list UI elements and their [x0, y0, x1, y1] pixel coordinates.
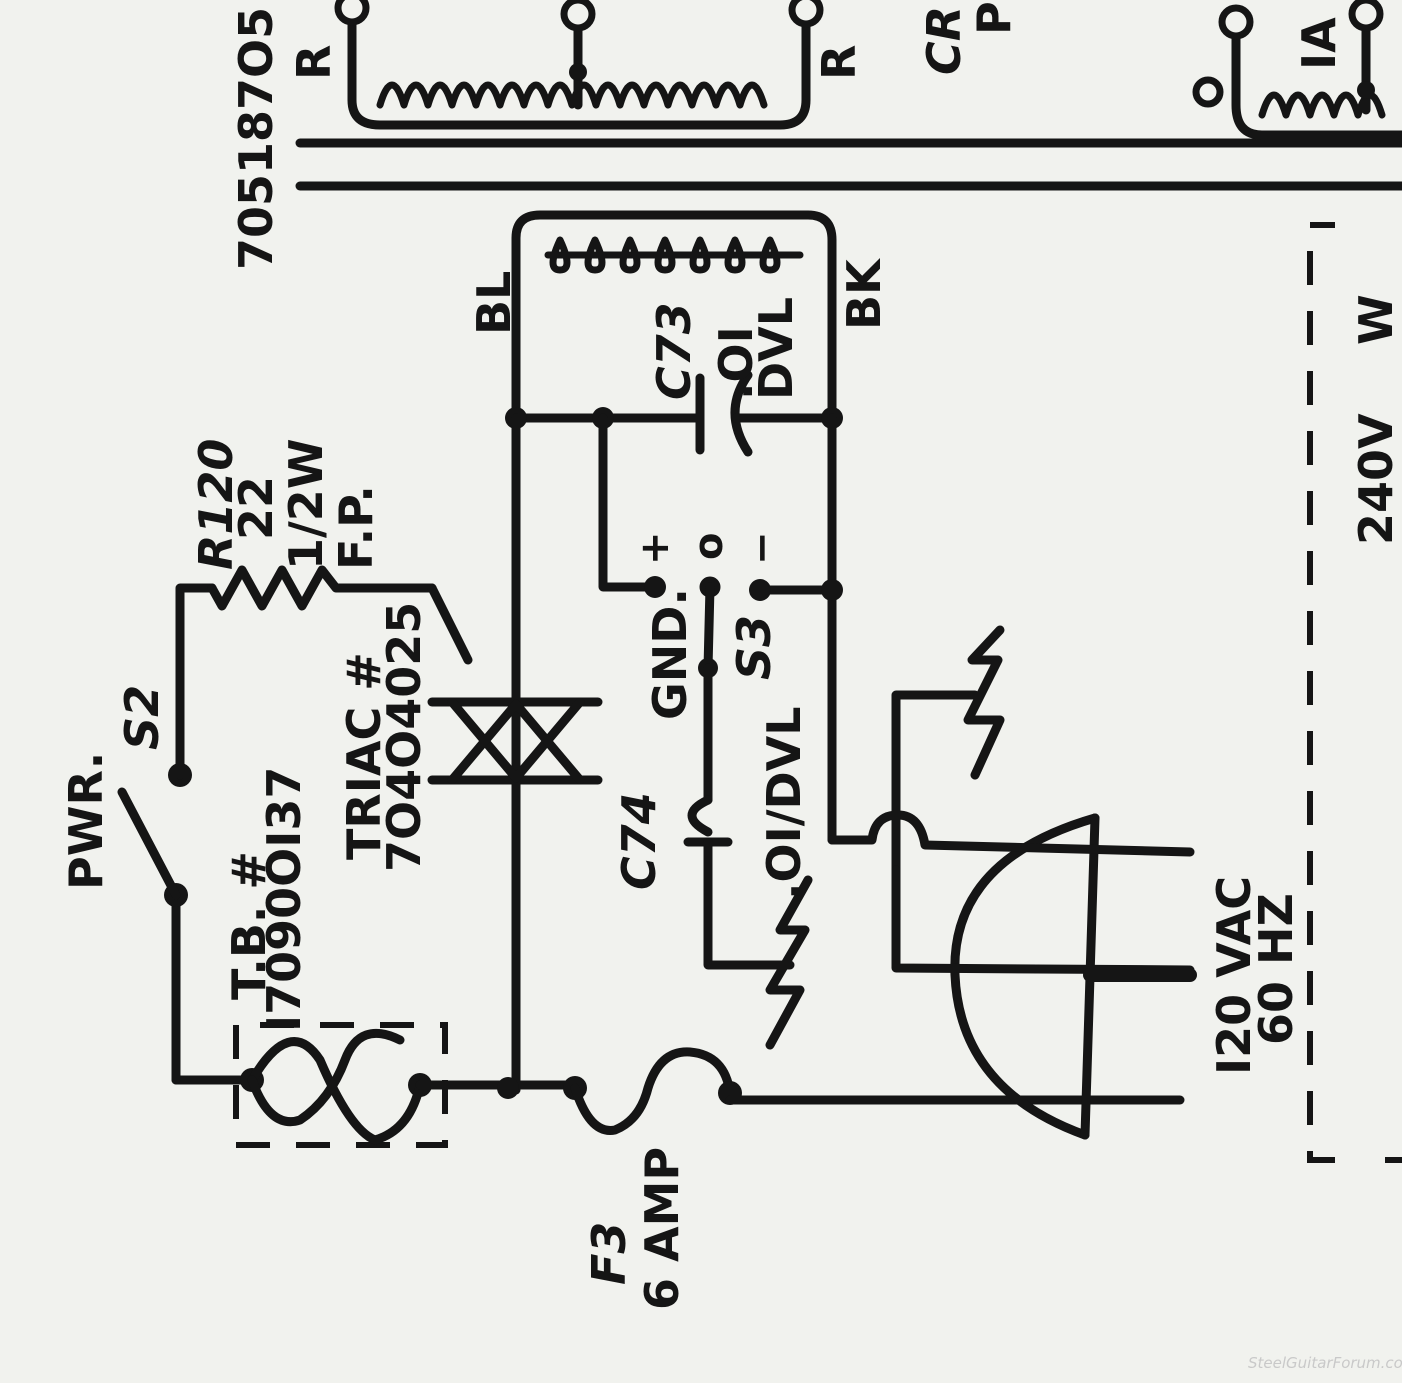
label-s2: S2: [115, 685, 169, 750]
watermark: SteelGuitarForum.com: [1248, 1354, 1402, 1372]
right-tap-node: [1357, 81, 1375, 99]
label-c73-type: DVL: [749, 297, 803, 400]
chassis-ground-symbol-c74: [765, 875, 813, 1050]
label-wire-bk: BK: [837, 257, 891, 330]
label-r120-value: 22: [229, 476, 283, 540]
label-gnd: GND.: [643, 588, 697, 720]
label-wire-r-left: R: [287, 45, 341, 80]
node-triac-fuse-junction: [497, 1077, 519, 1099]
r120-lead-left: [175, 583, 217, 780]
label-tb: T.B. #: [222, 851, 276, 1000]
c74-lead: [703, 837, 795, 970]
label-tb-part: I7090OI37: [257, 767, 311, 1032]
s3-plus-lead: [598, 413, 660, 592]
label-triac: TRIAC #: [337, 652, 391, 860]
right-terminal-a: [1218, 4, 1254, 40]
power-section: PWR. S2 R120 22 1/2W F.P. TRIAC # 7O4O40…: [59, 413, 603, 1095]
label-s3-minus: −: [739, 531, 785, 565]
line-to-plug-neutral: [827, 810, 1195, 857]
tb-element: [247, 1037, 425, 1145]
label-triac-part: 7O4O4025: [377, 602, 431, 872]
label-c74: C74: [612, 792, 666, 890]
r120-to-triac-gate: [427, 583, 473, 665]
label-s3-zero: o: [686, 533, 732, 560]
top-terminal-left: [334, 0, 370, 26]
label-f3: F3: [582, 1222, 636, 1285]
power-plug: I20 VAC 60 HZ: [827, 625, 1303, 1140]
label-part-number-top: 705187O5: [229, 7, 283, 270]
tb-dashed-box: [233, 1022, 448, 1148]
right-coil: [1258, 91, 1386, 119]
s3-minus-contact[interactable]: [749, 579, 771, 601]
top-transformer-fragment: R R 705187O5 CR P IA: [229, 0, 1402, 270]
c73-plate-curved: [730, 370, 753, 457]
label-fragment-cr: CR: [917, 6, 971, 75]
label-vac: I20 VAC: [1207, 876, 1261, 1075]
top-coil: [376, 81, 768, 109]
region-240v: 240V W: [1307, 222, 1402, 1163]
primary-winding-frame: [511, 210, 837, 423]
pwr-switch-blade[interactable]: [117, 787, 181, 900]
c74-plate-curved: [687, 795, 713, 837]
right-terminal-b: [1192, 76, 1224, 108]
tb-element-2: [247, 1028, 405, 1126]
label-r120-type: F.P.: [329, 485, 383, 570]
label-hz: 60 HZ: [1249, 893, 1303, 1045]
resistor-r120: [207, 565, 437, 611]
top-terminal-right: [788, 0, 824, 28]
switch-s3[interactable]: + o − GND. S3: [598, 413, 843, 845]
s3-plus-contact[interactable]: [644, 576, 666, 598]
ground-lead-plug: [891, 865, 1195, 975]
label-f3-rating: 6 AMP: [635, 1147, 689, 1310]
label-wire-bl: BL: [467, 271, 521, 335]
capacitor-c73: C73 .OI DVL: [505, 297, 843, 457]
label-240v: 240V: [1349, 413, 1402, 545]
label-c74-value: .OI/DVL: [757, 706, 811, 900]
triac-diode-1: [447, 697, 585, 783]
s3-lever[interactable]: [703, 582, 715, 673]
label-r120-watt: 1/2W: [279, 438, 333, 570]
right-terminal-c: [1348, 0, 1384, 32]
right-winding-frame: [1231, 15, 1402, 140]
top-tap-node: [569, 63, 587, 81]
label-w: W: [1349, 294, 1402, 345]
top-winding-frame: [347, 3, 811, 130]
fuse-f3: F3 6 AMP: [563, 1047, 1185, 1310]
triac-diode-2: [447, 699, 585, 785]
label-fragment-p: P: [967, 1, 1021, 35]
primary-winding: BL BK: [467, 210, 891, 423]
top-terminal-center: [560, 0, 596, 32]
label-pwr: PWR.: [59, 752, 113, 890]
label-wire-r-right: R: [812, 45, 866, 80]
label-s3-plus: +: [632, 531, 678, 565]
f3-element: [570, 1047, 735, 1135]
region-240v-dashed-border: [1307, 222, 1335, 1163]
chassis-ground-symbol-plug: [963, 625, 1005, 780]
thermal-breaker-tb: T.B. # I7090OI37: [222, 767, 580, 1148]
plug-body-arc: [950, 813, 1100, 1140]
primary-coil: [549, 236, 781, 274]
node-s3-minus-junction: [821, 579, 843, 601]
label-c73: C73: [647, 302, 701, 400]
capacitor-c74: C74 .OI/DVL: [612, 706, 813, 1050]
ground-lead-upper: [891, 690, 980, 875]
label-c73-value: .OI: [709, 326, 763, 400]
label-r120: R120: [189, 439, 243, 570]
label-fragment-ia: IA: [1292, 17, 1346, 70]
label-s3: S3: [727, 615, 781, 680]
